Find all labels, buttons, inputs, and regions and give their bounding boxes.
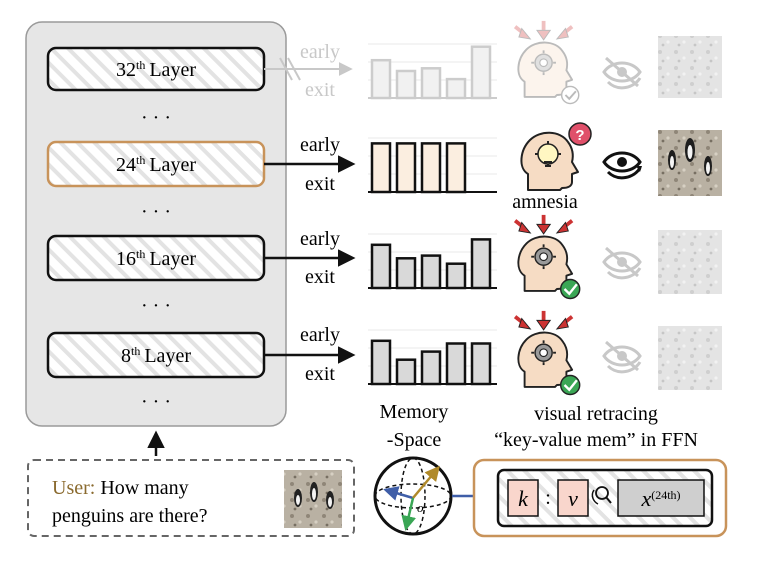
layer-stack-panel (25, 21, 287, 427)
histogram-bar-24th-2 (395, 142, 417, 194)
memory-space-label-1: Memory (380, 401, 449, 423)
key-symbol: k (518, 486, 529, 511)
early-label-8: early (300, 324, 340, 346)
user-query-text-1: How many (95, 477, 188, 499)
ellipsis-1: · · · (141, 107, 171, 129)
key-cell (507, 479, 539, 517)
histogram-bar-16th-2 (395, 257, 417, 290)
layer-32-sup: th (136, 58, 145, 72)
head-icon-amnesia: ? (520, 122, 592, 191)
eye-off-icon-8 (602, 340, 642, 374)
retracing-label-2: “key-value mem” in FFN (494, 429, 698, 451)
histogram-bar-16th-4 (445, 262, 467, 290)
layer-box-24: 24th Layer (46, 140, 266, 188)
histogram-bar-16th-1 (370, 243, 392, 290)
user-query-line2: penguins are there? (52, 505, 208, 527)
histogram-bar-24th-3 (420, 142, 442, 194)
retracing-label-1: visual retracing (534, 403, 658, 425)
exit-label-32: exit (305, 79, 335, 101)
early-label-32: early (300, 41, 340, 63)
value-symbol: v (568, 486, 578, 511)
histogram-bar-32th-4 (445, 77, 467, 100)
memory-space-label-2: -Space (387, 429, 442, 451)
token-distributions (368, 43, 497, 386)
histogram-bar-32th-5 (470, 45, 492, 100)
value-cell (557, 479, 589, 517)
ellipsis-2: · · · (141, 201, 171, 223)
layer-32-num: 32 (116, 59, 136, 81)
layer-24-num: 24 (116, 154, 136, 176)
blocked-marks (279, 57, 301, 81)
layer-8-num: 8 (121, 345, 131, 367)
penguin-thumb-16-faded (658, 230, 722, 294)
histogram-bar-24th-4 (445, 142, 467, 194)
histogram-bar-16th-5 (470, 238, 492, 290)
user-query-box (27, 459, 355, 537)
origin-label: o (417, 500, 424, 515)
histogram-bar-16th-3 (420, 254, 442, 290)
exit-label-16: exit (305, 266, 335, 288)
kv-colon: : (545, 487, 551, 509)
layer-16-num: 16 (116, 248, 136, 270)
query-penguins (294, 482, 334, 509)
layer-24-word: Layer (149, 154, 196, 176)
user-label: User: (52, 477, 95, 499)
histogram-bar-8th-2 (395, 358, 417, 386)
histogram-bar-8th-5 (470, 342, 492, 386)
penguin-thumb-32-faded (658, 36, 722, 98)
histogram-bar-8th-4 (445, 342, 467, 386)
layer-24-sup: th (136, 153, 145, 167)
ellipsis-3: · · · (141, 295, 171, 317)
histogram-bar-24th-1 (370, 142, 392, 194)
question-badge-icon (568, 122, 592, 146)
head-icon-8 (513, 308, 581, 396)
early-label-16: early (300, 228, 340, 250)
x-cell (617, 479, 705, 517)
layer-8-sup: th (131, 344, 140, 358)
histogram-bar-8th-3 (420, 350, 442, 386)
exit-label-8: exit (305, 363, 335, 385)
layer-box-16: 16th Layer (46, 234, 266, 282)
ellipsis-4: · · · (141, 391, 171, 413)
amnesia-label: amnesia (512, 191, 578, 213)
user-query-line1: User: How many (52, 477, 189, 499)
histogram-bar-8th-1 (370, 339, 392, 386)
histogram-bar-32th-2 (395, 69, 417, 100)
penguin-thumb-24 (658, 130, 722, 196)
layer-16-sup: th (136, 247, 145, 261)
histogram-bar-32th-3 (420, 67, 442, 100)
layer-8-word: Layer (144, 345, 191, 367)
check-badge-icon (559, 374, 581, 396)
head-icon-32 (513, 18, 580, 105)
layer-box-8: 8th Layer (46, 331, 266, 379)
penguin-thumb-8-faded (658, 326, 722, 390)
head-icon-16 (513, 212, 581, 300)
x-24th-label: x(24th) (640, 486, 680, 511)
exit-label-24: exit (305, 173, 335, 195)
eye-off-icon-16 (602, 246, 642, 280)
svg-text:?: ? (575, 127, 584, 144)
layer-box-32: 32th Layer (46, 46, 266, 92)
layer-16-word: Layer (149, 248, 196, 270)
early-label-24: early (300, 134, 340, 156)
check-badge-icon (559, 278, 581, 300)
histogram-bar-32th-1 (370, 58, 392, 100)
layer-32-word: Layer (149, 59, 196, 81)
memory-space-sphere: o (373, 456, 453, 536)
search-icon (591, 486, 612, 505)
eye-retrace-icon-24 (602, 151, 644, 180)
eye-off-icon-32 (602, 56, 642, 90)
